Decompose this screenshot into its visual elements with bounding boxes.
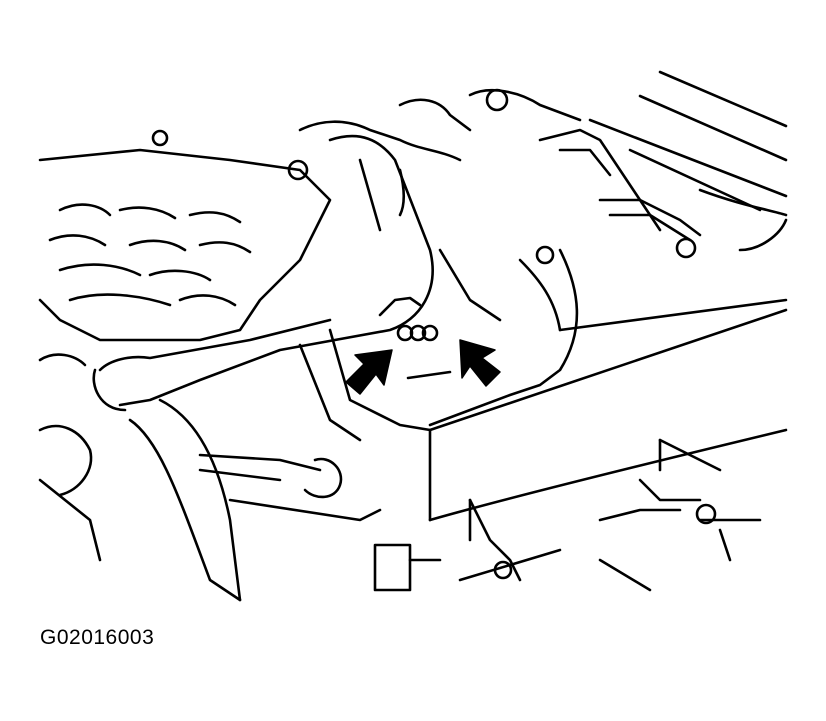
figure-code: G02016003 [40, 626, 155, 649]
frame-rail [428, 298, 788, 522]
oil-pan [38, 129, 332, 342]
drive-shaft [38, 353, 382, 602]
crossmember [92, 134, 434, 412]
lower-bracket [373, 438, 762, 592]
transaxle-case [298, 245, 579, 442]
upper-housing [298, 88, 702, 259]
indicator-arrow-icon [345, 339, 501, 395]
drain-plug-icon [396, 324, 439, 342]
frame-lines [588, 70, 788, 252]
